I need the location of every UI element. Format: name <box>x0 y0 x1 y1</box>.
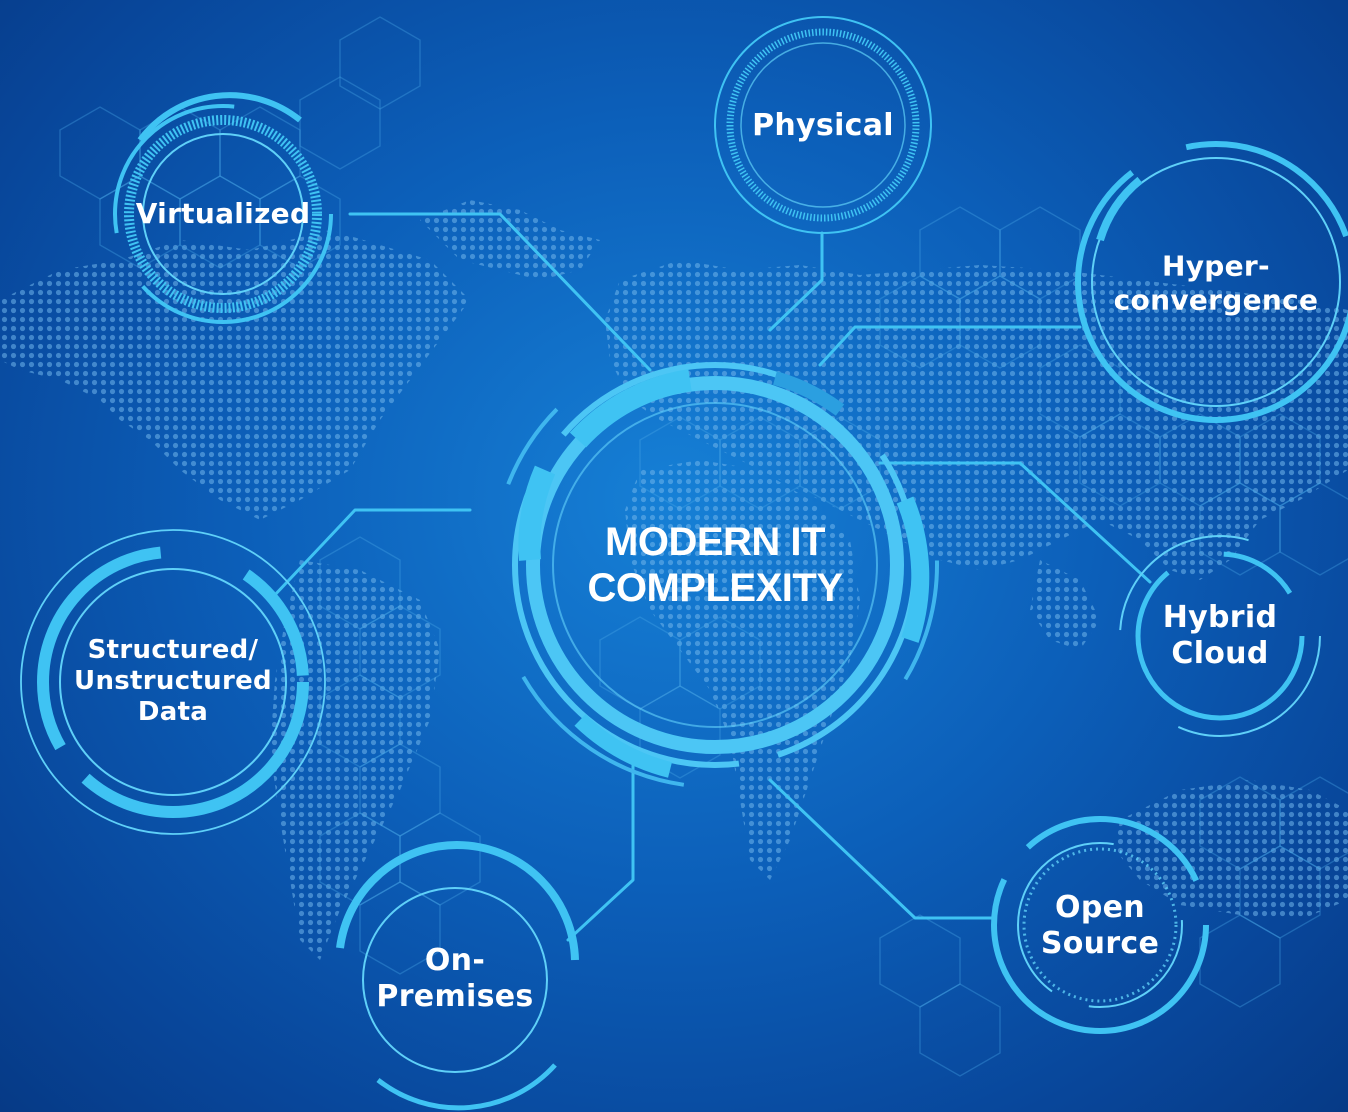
node-label-hyperconvergence: Hyper- convergence <box>1113 249 1319 316</box>
connector-structured-data <box>270 508 472 600</box>
node-label-structured-data: Structured/ Unstructured Data <box>74 635 272 728</box>
node-ring-hyperconvergence <box>1075 141 1348 423</box>
node-ring-hybrid-cloud <box>1119 535 1321 737</box>
center-title: MODERN IT COMPLEXITY <box>587 520 843 610</box>
world-map-dots <box>0 200 1348 960</box>
node-ring-on-premises <box>336 841 579 1111</box>
connector-on-premises <box>566 758 635 942</box>
node-ring-physical <box>714 16 932 234</box>
node-ring-structured-data <box>20 529 326 835</box>
connector-lines <box>270 212 1152 942</box>
connector-hybrid-cloud <box>878 461 1152 584</box>
connector-physical <box>768 231 824 332</box>
connector-open-source <box>768 778 997 920</box>
hexagon-mesh <box>59 16 1348 1077</box>
node-label-virtualized: Virtualized <box>135 197 311 231</box>
node-label-open-source: Open Source <box>1040 890 1160 961</box>
connector-hyperconvergence <box>818 325 1082 367</box>
node-label-hybrid-cloud: Hybrid Cloud <box>1162 600 1278 671</box>
node-label-physical: Physical <box>752 108 894 143</box>
center-hub-rings <box>491 341 939 789</box>
node-ring-open-source <box>991 816 1209 1034</box>
node-ring-virtualized <box>113 92 333 324</box>
node-label-on-premises: On- Premises <box>376 943 534 1014</box>
connector-virtualized <box>348 212 652 372</box>
